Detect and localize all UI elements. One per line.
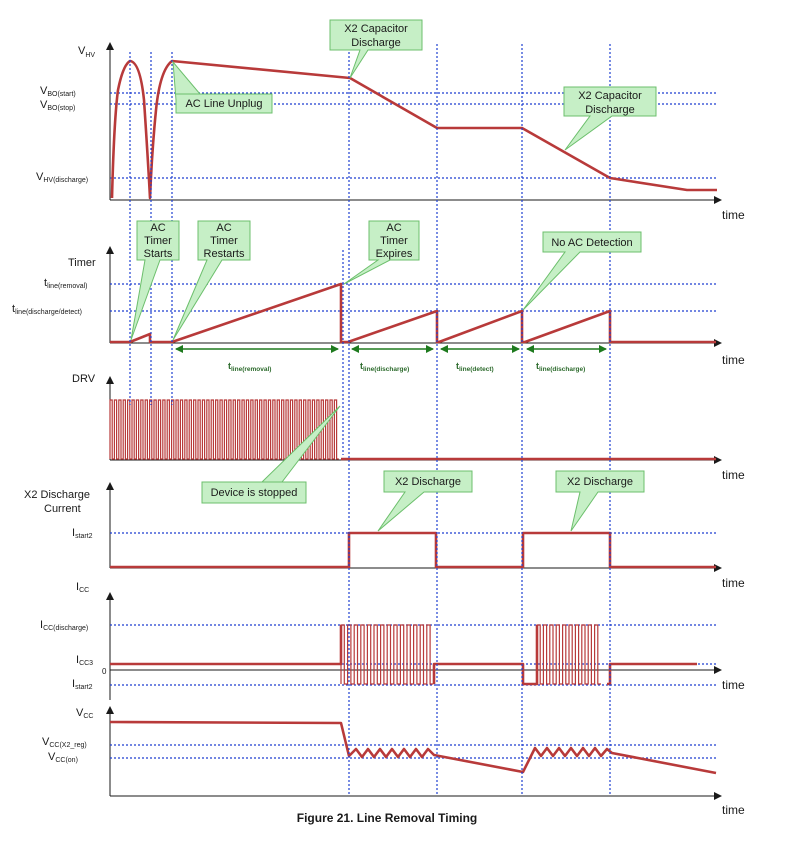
callout-x2-discharge-2: X2 Discharge [555,470,645,532]
figure-caption: Figure 21. Line Removal Timing [297,811,478,825]
vhv-panel: time VHV VBO(start) VBO(stop) VHV(discha… [36,42,745,222]
tline-discharge-duration-2: tline(discharge) [536,361,585,373]
svg-text:Restarts: Restarts [204,248,245,260]
tline-removal-label: tline(removal) [44,277,88,290]
callout-x2-capacitor-discharge-mid: X2 Capacitor Discharge [563,86,657,151]
icc-time-label: time [722,678,745,692]
callout-ac-line-unplug: AC Line Unplug [172,60,273,114]
svg-text:Device is stopped: Device is stopped [211,487,298,499]
icc-discharge-pulses-1 [340,624,434,685]
drv-axis-title: DRV [72,373,96,385]
vcc-x2reg-label: VCC(X2_reg) [42,736,87,749]
x2-istart2-label: Istart2 [72,527,93,540]
svg-text:Starts: Starts [144,248,173,260]
svg-text:AC Line Unplug: AC Line Unplug [185,98,262,110]
tline-removal-duration: tline(removal) [228,361,271,373]
x2-time-label: time [722,576,745,590]
svg-text:X2 Capacitor: X2 Capacitor [578,90,642,102]
timer-axis-title: Timer [68,257,96,269]
callout-device-is-stopped: Device is stopped [201,405,341,504]
vbo-start-label: VBO(start) [40,85,76,98]
vhv-axis-title: VHV [78,45,95,59]
icc-axis-title: ICC [76,581,89,594]
timer-waveform [110,282,716,344]
x2-panel: time X2 Discharge Current Istart2 [24,482,745,590]
callout-ac-timer-starts: AC Timer Starts [130,220,180,341]
tline-detect-duration: tline(detect) [456,361,494,373]
svg-text:AC: AC [386,222,401,234]
x2-current-waveform [110,531,716,569]
callout-ac-timer-expires: AC Timer Expires [343,220,420,285]
icc-pulse-path-2 [536,624,601,685]
svg-text:Expires: Expires [376,248,413,260]
svg-text:Timer: Timer [380,235,408,247]
drv-pulse-path [109,399,339,460]
callout-x2-capacitor-discharge-top: X2 Capacitor Discharge [329,19,423,79]
svg-text:AC: AC [150,222,165,234]
x2-axis-title-line1: X2 Discharge [24,489,90,501]
icc-pulse-path-1 [340,624,434,685]
svg-text:Timer: Timer [210,235,238,247]
svg-text:No AC Detection: No AC Detection [551,237,632,249]
vhv-discharge-label: VHV(discharge) [36,171,88,184]
icc-panel: time ICC ICC(discharge) ICC3 0 Istart2 [40,581,745,700]
drv-panel: time DRV [72,373,745,482]
drv-time-label: time [722,468,745,482]
svg-text:X2 Discharge: X2 Discharge [567,476,633,488]
svg-text:X2 Discharge: X2 Discharge [395,476,461,488]
callout-no-ac-detection: No AC Detection [522,231,642,311]
vhv-time-label: time [722,208,745,222]
tline-discharge-duration-1: tline(discharge) [360,361,409,373]
icc-baseline-waveform [110,625,343,666]
svg-text:X2 Capacitor: X2 Capacitor [344,23,408,35]
vcc-time-label: time [722,803,745,817]
vcc-on-label: VCC(on) [48,751,78,764]
vcc-panel: time VCC VCC(X2_reg) VCC(on) [42,706,745,817]
icc-istart2-label: Istart2 [72,678,93,691]
vcc-waveform [109,720,717,775]
callout-ac-timer-restarts: AC Timer Restarts [172,220,251,341]
tline-discharge-detect-label: tline(discharge/detect) [12,303,82,316]
x2-axis-title-line2: Current [44,503,81,515]
svg-text:Discharge: Discharge [585,104,635,116]
icc-discharge-pulses-2 [536,624,601,685]
timer-time-label: time [722,353,745,367]
timer-panel: time Timer tline(removal) tline(discharg… [12,246,745,373]
svg-text:AC: AC [216,222,231,234]
drv-pulse-train [109,399,339,460]
callout-x2-discharge-1: X2 Discharge [377,470,473,532]
icc-tail-waveform [607,662,697,686]
vcc-axis-title: VCC [76,707,93,720]
icc3-label: ICC3 [76,654,93,667]
icc-discharge-label: ICC(discharge) [40,619,88,632]
svg-text:Timer: Timer [144,235,172,247]
icc-zero-label: 0 [102,667,107,676]
callouts: X2 Capacitor Discharge AC Line Unplug X2… [130,19,657,532]
vbo-stop-label: VBO(stop) [40,99,75,112]
svg-text:Discharge: Discharge [351,37,401,49]
vhv-waveform [110,59,717,200]
